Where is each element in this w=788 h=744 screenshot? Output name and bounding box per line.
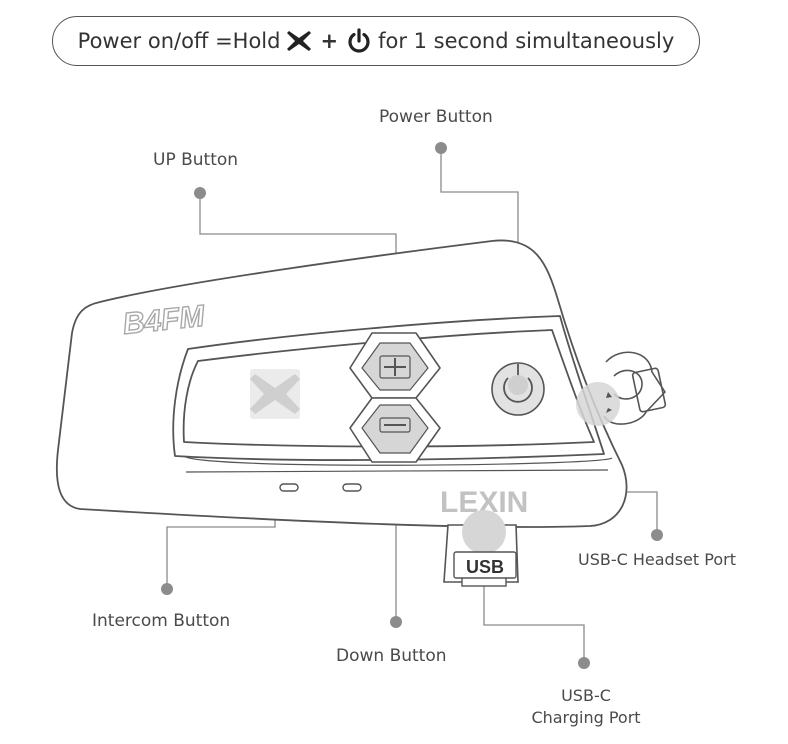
headset-port-clip: [576, 351, 667, 426]
leader-line-charging: [483, 580, 585, 663]
label-charging-port-line2: Charging Port: [531, 708, 641, 727]
dot-intercom: [161, 583, 173, 595]
dot-down: [390, 616, 402, 628]
power-button-icon: [503, 377, 533, 403]
plus-icon: [379, 355, 411, 379]
x-icon: [286, 29, 312, 53]
instruction-suffix: for 1 second simultaneously: [378, 29, 675, 53]
vent-right: [342, 483, 362, 492]
usb-tab-label: USB: [466, 557, 504, 577]
label-power-button: Power Button: [379, 107, 493, 127]
dot-power: [435, 142, 447, 154]
power-icon: [346, 28, 372, 54]
minus-icon: [379, 417, 411, 433]
label-up-button: UP Button: [153, 150, 239, 170]
label-headset-port: USB-C Headset Port: [578, 550, 736, 569]
label-down-button: Down Button: [336, 646, 447, 666]
vent-left: [279, 483, 299, 492]
label-charging-port-line1: USB-C: [561, 686, 611, 705]
label-intercom-button: Intercom Button: [92, 611, 231, 631]
usb-charging-tab: USB: [443, 510, 519, 587]
power-instruction-banner: Power on/off =Hold + for 1 second simult…: [52, 16, 700, 66]
power-button: [491, 362, 545, 416]
intercom-button: [250, 369, 300, 419]
instruction-prefix: Power on/off =Hold: [77, 29, 281, 53]
dot-up: [194, 187, 206, 199]
label-charging-port: USB-C Charging Port: [520, 685, 652, 729]
dot-charging: [578, 657, 590, 669]
dot-headset: [651, 529, 663, 541]
instruction-plus: +: [320, 29, 339, 53]
headset-port-highlight: [576, 382, 620, 426]
